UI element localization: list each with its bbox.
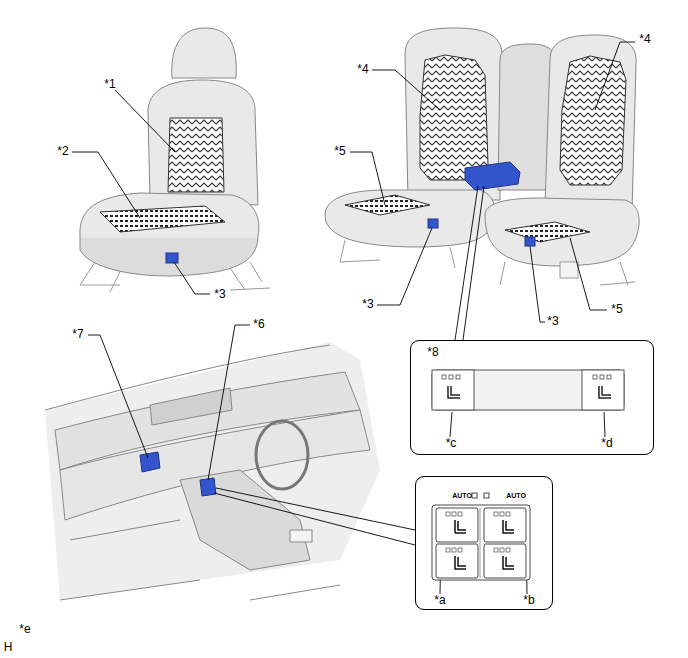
- seat-heater-relay: [428, 219, 438, 228]
- switch-panel: [432, 370, 474, 410]
- seat-heater-relay: [166, 253, 178, 263]
- leader-line: [450, 412, 605, 437]
- callout-number: H: [4, 641, 13, 654]
- callout-number: *7: [72, 328, 83, 341]
- seat-back: [148, 80, 258, 205]
- rear-backrest-heater: [420, 55, 488, 180]
- rear-cushion-heater: [505, 222, 590, 242]
- callout-number: *c: [446, 437, 457, 450]
- rear-cushion-right: [485, 198, 639, 266]
- leader-line: [214, 488, 415, 545]
- headrest: [172, 28, 236, 78]
- callout-number: *6: [253, 318, 264, 331]
- divider: [480, 508, 481, 578]
- front-heater-switch: [200, 478, 216, 496]
- heater-ecu: [140, 452, 160, 472]
- center-console: [180, 470, 310, 570]
- switch-panel: [432, 505, 530, 580]
- leader-line: [372, 70, 440, 110]
- button: [436, 508, 478, 542]
- seat-heater-relay: [525, 237, 535, 246]
- seat-icon: [599, 386, 611, 398]
- inset-box: *8 *c *d: [410, 340, 654, 455]
- callout-number: *3: [362, 298, 373, 311]
- callout-number: *8: [427, 346, 438, 359]
- indicator: [472, 493, 477, 498]
- rear-backrest-heater: [560, 56, 626, 185]
- callout-number: *e: [19, 623, 30, 636]
- leader-line: [595, 42, 635, 110]
- callout-number: *4: [357, 63, 368, 76]
- callout-number: *4: [639, 33, 650, 46]
- backrest-heater: [168, 118, 224, 192]
- callout-number: *5: [334, 145, 345, 158]
- cushion-heater: [100, 206, 225, 232]
- callout-number: *3: [214, 288, 225, 301]
- callout-number: *1: [104, 78, 115, 91]
- leader-line: [115, 90, 175, 152]
- leader-line: [570, 238, 607, 310]
- leader-line: [350, 152, 385, 205]
- callout-number: *a: [434, 594, 445, 607]
- steering-wheel: [256, 421, 308, 489]
- leader-line: [208, 325, 250, 480]
- mode-label: AUTO: [506, 492, 526, 500]
- display: [150, 388, 232, 425]
- callout-number: *b: [523, 594, 534, 607]
- floor-lines: [60, 520, 340, 600]
- switch-panel: [582, 370, 624, 410]
- leader-line: [455, 186, 484, 340]
- rear-cushion-heater: [345, 195, 430, 215]
- button: [436, 544, 478, 578]
- leader-line: [88, 335, 148, 458]
- rear-cushion-left: [325, 190, 495, 247]
- callout-number: *3: [547, 315, 558, 328]
- button: [484, 508, 526, 542]
- rear-heater-switch: [465, 162, 520, 190]
- leader-line: [72, 152, 140, 218]
- mode-label: AUTO: [452, 492, 472, 500]
- leader-line: [530, 246, 545, 322]
- rear-seat-back-right: [545, 35, 636, 210]
- seat-icon: [448, 386, 460, 398]
- rear-console: [432, 370, 624, 410]
- leader-line: [377, 228, 432, 305]
- callout-number: *5: [611, 303, 622, 316]
- cabin: [45, 342, 380, 600]
- leader-line: [174, 262, 210, 294]
- callout-number: *d: [601, 437, 612, 450]
- callout-number: *2: [57, 145, 68, 158]
- seat-icon: [455, 520, 514, 569]
- button: [484, 544, 526, 578]
- indicator: [484, 493, 489, 498]
- vent: [290, 530, 312, 542]
- inset-box: AUTO AUTO *a *b: [415, 476, 553, 610]
